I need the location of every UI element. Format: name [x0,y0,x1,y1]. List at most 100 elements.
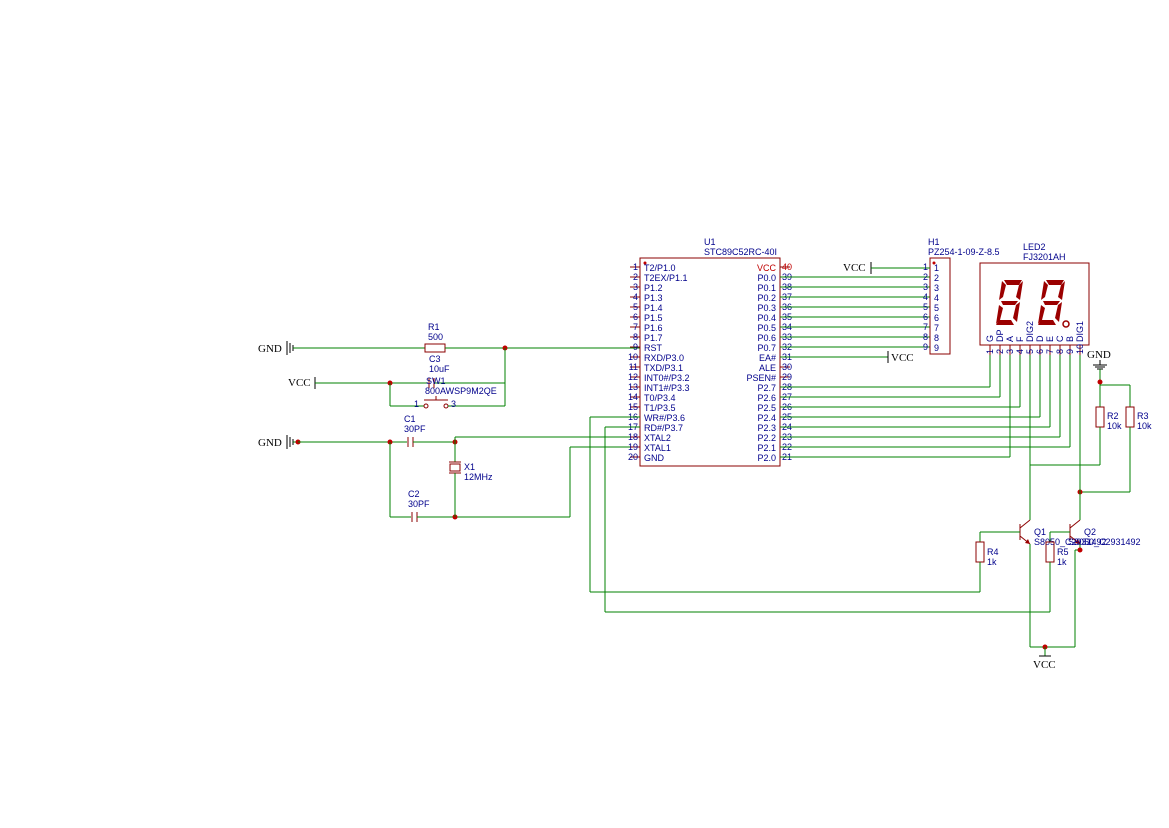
r2-value: 10k [1107,421,1122,431]
led-pin-number: 10 [1075,344,1085,354]
u1-pin-name: P2.4 [757,413,776,423]
c3-value: 10uF [429,364,450,374]
sw1-pin3: 3 [451,399,456,409]
u1-pin-number: 15 [628,402,638,412]
u1-pin-name: INT1#/P3.3 [644,383,690,393]
u1-pin-name: RD#/P3.7 [644,423,683,433]
c1-value: 30PF [404,424,426,434]
u1-pin-name: P2.0 [757,453,776,463]
h1-pin-label: 6 [934,313,939,323]
u1-pin-number: 9 [633,342,638,352]
h1-ref: H1 [928,237,940,247]
transistor-q2 [1050,519,1081,647]
r4-value: 1k [987,557,997,567]
u1-pin-name: P1.3 [644,293,663,303]
u1-right-pins: 40VCC39P0.038P0.137P0.236P0.335P0.434P0.… [746,262,792,463]
u1-pin-name: PSEN# [746,373,776,383]
u1-pin-number: 12 [628,372,638,382]
led-pin-number: 4 [1015,349,1025,354]
gnd-label: GND [1087,349,1111,361]
r2-ref: R2 [1107,411,1119,421]
led-pin-name: C [1055,335,1065,342]
led-pin-name: G [985,335,995,342]
c2-value: 30PF [408,499,430,509]
x1-ref: X1 [464,462,475,472]
p2-bus [780,355,1081,520]
led-pin-number: 5 [1025,349,1035,354]
gnd-label: GND [258,343,282,355]
p0-bus: VCC [780,276,930,364]
digit-segments-2 [1038,280,1070,328]
u1-pin-number: 10 [628,352,638,362]
u1-pin-name: P2.3 [757,423,776,433]
u1-pin-name: XTAL1 [644,443,671,453]
h1-pin-label: 9 [934,343,939,353]
u1-pin-name: EA# [759,353,776,363]
clock-circuit: GND C1 30PF C2 30PF X1 12MHz [258,414,640,522]
sw1-ref: SW1 [426,376,446,386]
led-pin-name: DIG2 [1025,321,1035,342]
u1-pin-number: 6 [633,312,638,322]
u1-pin-name: T2/P1.0 [644,263,676,273]
junction [1077,547,1083,553]
u1-value: STC89C52RC-40I [704,247,777,257]
u1-pin-number: 29 [782,372,792,382]
h1-pin-label: 5 [934,303,939,313]
transistor-q1 [980,519,1031,647]
u1-pin-name: P0.7 [757,343,776,353]
u1-pin-name: P0.5 [757,323,776,333]
r5-ref: R5 [1057,547,1069,557]
r5-value: 1k [1057,557,1067,567]
u1-pin-name: P2.2 [757,433,776,443]
h1-pin-number: 7 [923,322,928,332]
u1-pin-number: 4 [633,292,638,302]
led-pin-number: 8 [1055,349,1065,354]
u1-pin-number: 14 [628,392,638,402]
r1-value: 500 [428,332,443,342]
u1-pin-name: XTAL2 [644,433,671,443]
h1-pin-number: 5 [923,302,928,312]
driver-circuit: GND R2 10k R3 10k Q1 S8 [589,349,1152,671]
u1-pin-name: P2.7 [757,383,776,393]
u1-pin-name: T1/P3.5 [644,403,676,413]
u1-pin-name: P2.1 [757,443,776,453]
u1-pin-number: 19 [628,442,638,452]
led-pin-number: 2 [995,349,1005,354]
q1-ref: Q1 [1034,527,1046,537]
resistor-r1 [424,343,446,353]
r3-ref: R3 [1137,411,1149,421]
vcc-label: VCC [843,262,866,274]
led2-ref: LED2 [1023,242,1046,252]
vcc-label: VCC [288,377,311,389]
gnd-label: GND [258,437,282,449]
led2-value: FJ3201AH [1023,252,1066,262]
crystal-x1 [449,463,461,472]
sw1-value: 800AWSP9M2QE [425,386,497,396]
led-pin-name: E [1045,336,1055,342]
r3-value: 10k [1137,421,1152,431]
u1-pin-name: RST [644,343,663,353]
u1-pin-number: 40 [782,262,792,272]
u1-pin-name: P1.7 [644,333,663,343]
h1-pin-number: 8 [923,332,928,342]
h1-pin-number: 4 [923,292,928,302]
u1-pin-name: P0.4 [757,313,776,323]
h1-pin-number: 1 [923,262,928,272]
led-pin-number: 3 [1005,349,1015,354]
u1-pin-name: P0.6 [757,333,776,343]
u1-pin-name: TXD/P3.1 [644,363,683,373]
gnd-symbol [286,341,298,355]
resistor-r2 [1095,406,1105,428]
u1-pin-number: 20 [628,452,638,462]
decimal-point [1062,320,1070,328]
q2-value: S8050_C2931492 [1068,537,1141,547]
u1-pin-number: 3 [633,282,638,292]
u1-pin-name: WR#/P3.6 [644,413,685,423]
led-pin-name: F [1015,336,1025,342]
q2-ref: Q2 [1084,527,1096,537]
led-pin-number: 6 [1035,349,1045,354]
junction [1097,379,1103,385]
